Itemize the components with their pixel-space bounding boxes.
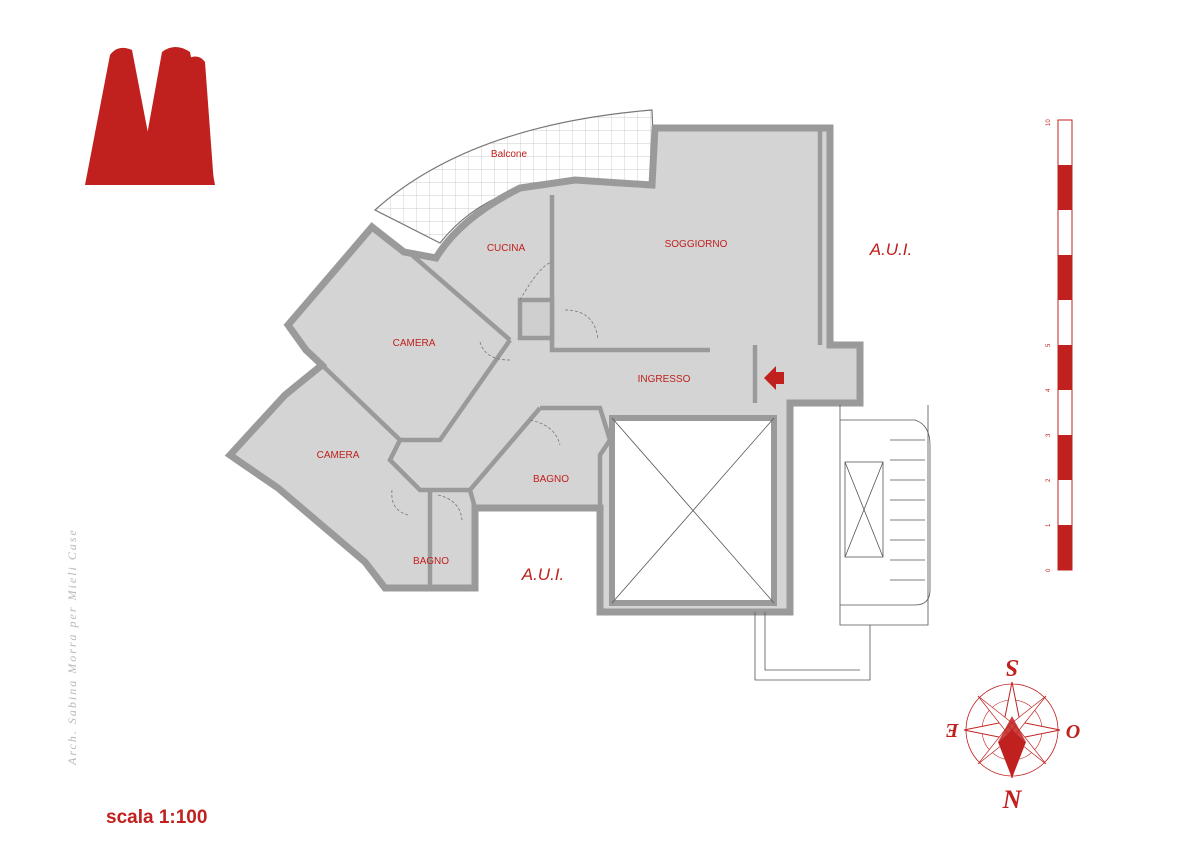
scale-tick-1: 1 [1046, 523, 1052, 527]
compass-letter-left: E [945, 719, 959, 741]
balcony-area [373, 109, 656, 244]
scale-bar: 0 1 2 3 4 5 10 [1046, 119, 1073, 572]
scale-tick-3: 3 [1046, 433, 1052, 437]
compass-letter-bottom: N [1002, 785, 1023, 814]
room-label-camera-2: CAMERA [317, 450, 360, 461]
room-label-bagno-1: BAGNO [533, 474, 569, 485]
room-label-camera-1: CAMERA [393, 338, 436, 349]
elevator-shaft [609, 415, 777, 606]
scale-tick-0: 0 [1046, 568, 1052, 572]
architect-credit: Arch. Sabina Morra per Mieli Case [65, 528, 79, 766]
compass-rose-icon [963, 681, 1061, 779]
aui-label-south: A.U.I. [521, 565, 565, 584]
room-label-ingresso: INGRESSO [638, 374, 691, 385]
scale-tick-4: 4 [1046, 388, 1052, 392]
scale-tick-10: 10 [1046, 119, 1052, 126]
compass-letter-top: S [1005, 654, 1018, 680]
door-swings [391, 261, 599, 521]
scale-tick-5: 5 [1046, 343, 1052, 347]
room-label-balcone: Balcone [491, 149, 528, 160]
room-label-soggiorno: SOGGIORNO [665, 239, 728, 250]
aui-label-east: A.U.I. [869, 240, 913, 259]
room-label-bagno-2: BAGNO [413, 556, 449, 567]
scale-caption: scala 1:100 [106, 807, 207, 828]
scale-tick-2: 2 [1046, 478, 1052, 482]
brand-m-logo [85, 47, 215, 185]
room-label-cucina: CUCINA [487, 243, 526, 254]
stairwell [754, 405, 931, 681]
compass-letter-right: O [1066, 721, 1080, 743]
entrance-arrow-icon [764, 366, 784, 390]
